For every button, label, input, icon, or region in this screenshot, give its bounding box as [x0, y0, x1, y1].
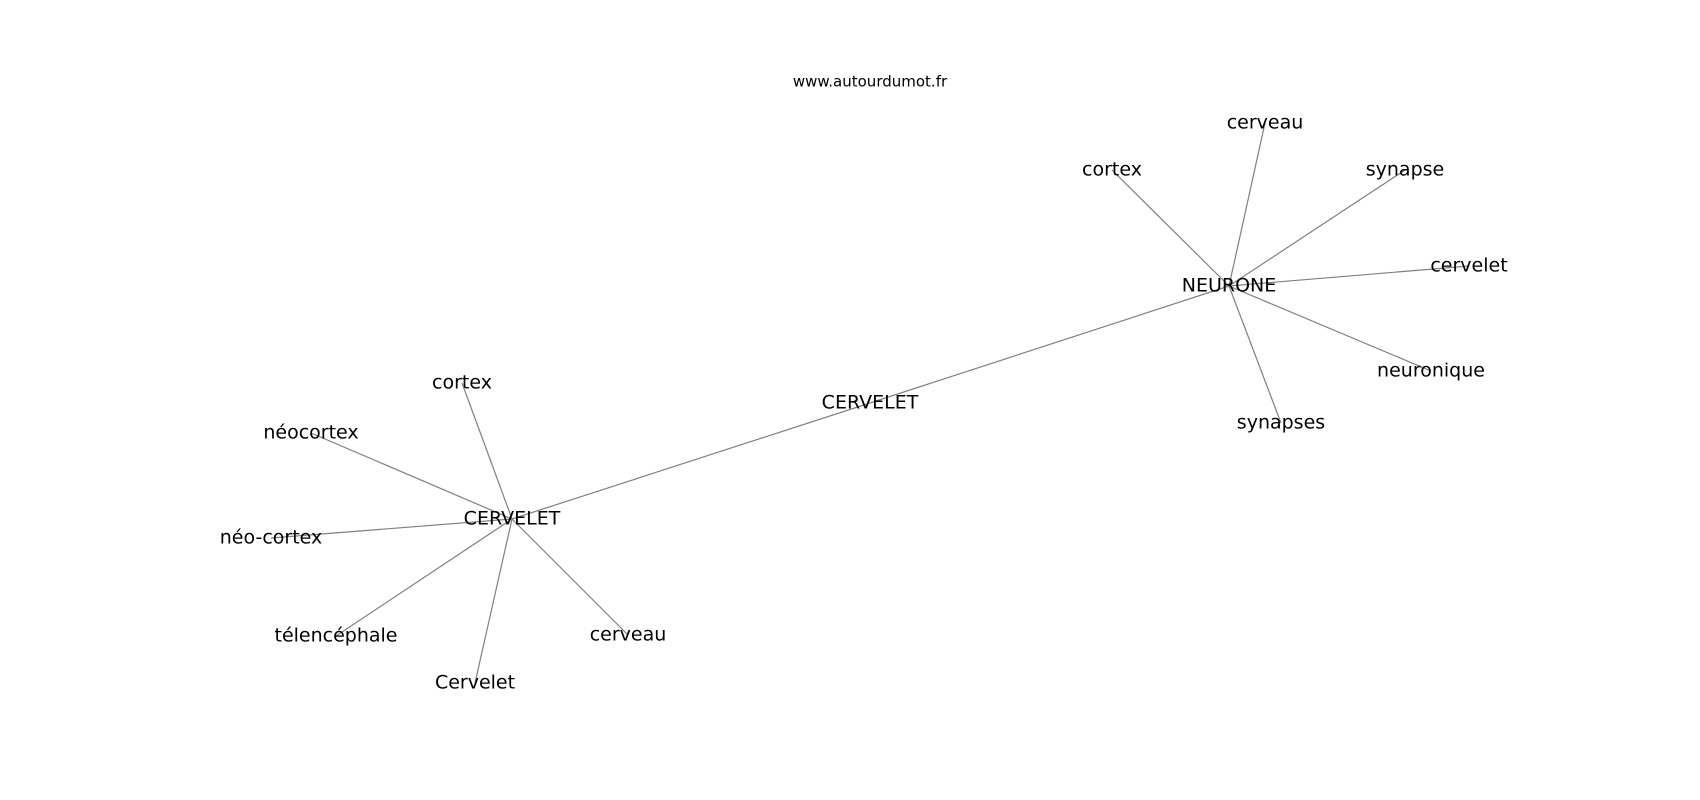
leaf-node: cerveau — [590, 624, 667, 646]
edge-hub-neurone-leaf — [1228, 122, 1266, 287]
edge-hub-cervelet-leaf — [270, 518, 513, 539]
edge-hub-cervelet-leaf — [335, 518, 513, 637]
edge-hub-neurone-leaf — [1228, 265, 1470, 287]
leaf-node: cerveau — [1227, 112, 1304, 134]
leaf-node: synapse — [1366, 159, 1444, 181]
edge-hub-cervelet-leaf — [461, 382, 513, 520]
leaf-node: cervelet — [1430, 255, 1507, 277]
leaf-node: cortex — [1082, 159, 1142, 181]
hub-node-neurone: NEURONE — [1182, 275, 1277, 297]
edge-hub-neurone-leaf — [1111, 169, 1230, 287]
edge-hub-neurone-leaf — [1228, 169, 1406, 287]
leaf-node: télencéphale — [275, 625, 398, 647]
edge-center-to-hub-cervelet — [511, 402, 871, 520]
edge-hub-cervelet-leaf — [310, 432, 513, 520]
leaf-node: cortex — [432, 372, 492, 394]
center-node-cervelet: CERVELET — [822, 392, 919, 414]
source-url: www.autourdumot.fr — [793, 73, 948, 91]
hub-node-cervelet: CERVELET — [464, 508, 561, 530]
edge-hub-neurone-leaf — [1228, 285, 1282, 424]
graph-nodes: cortex néocortex néo-cortex télencéphaleCer… — [220, 112, 1508, 694]
edge-hub-cervelet-leaf — [511, 518, 629, 636]
edge-center-to-hub-neurone — [869, 285, 1230, 404]
leaf-node: neuronique — [1377, 360, 1485, 382]
edge-hub-neurone-leaf — [1228, 285, 1432, 372]
graph-edges — [270, 122, 1470, 684]
leaf-node: Cervelet — [435, 672, 515, 694]
edge-hub-cervelet-leaf — [474, 518, 513, 684]
leaf-node: synapses — [1237, 412, 1325, 434]
leaf-node: néocortex — [263, 422, 358, 444]
leaf-node: néo-cortex — [220, 527, 323, 549]
